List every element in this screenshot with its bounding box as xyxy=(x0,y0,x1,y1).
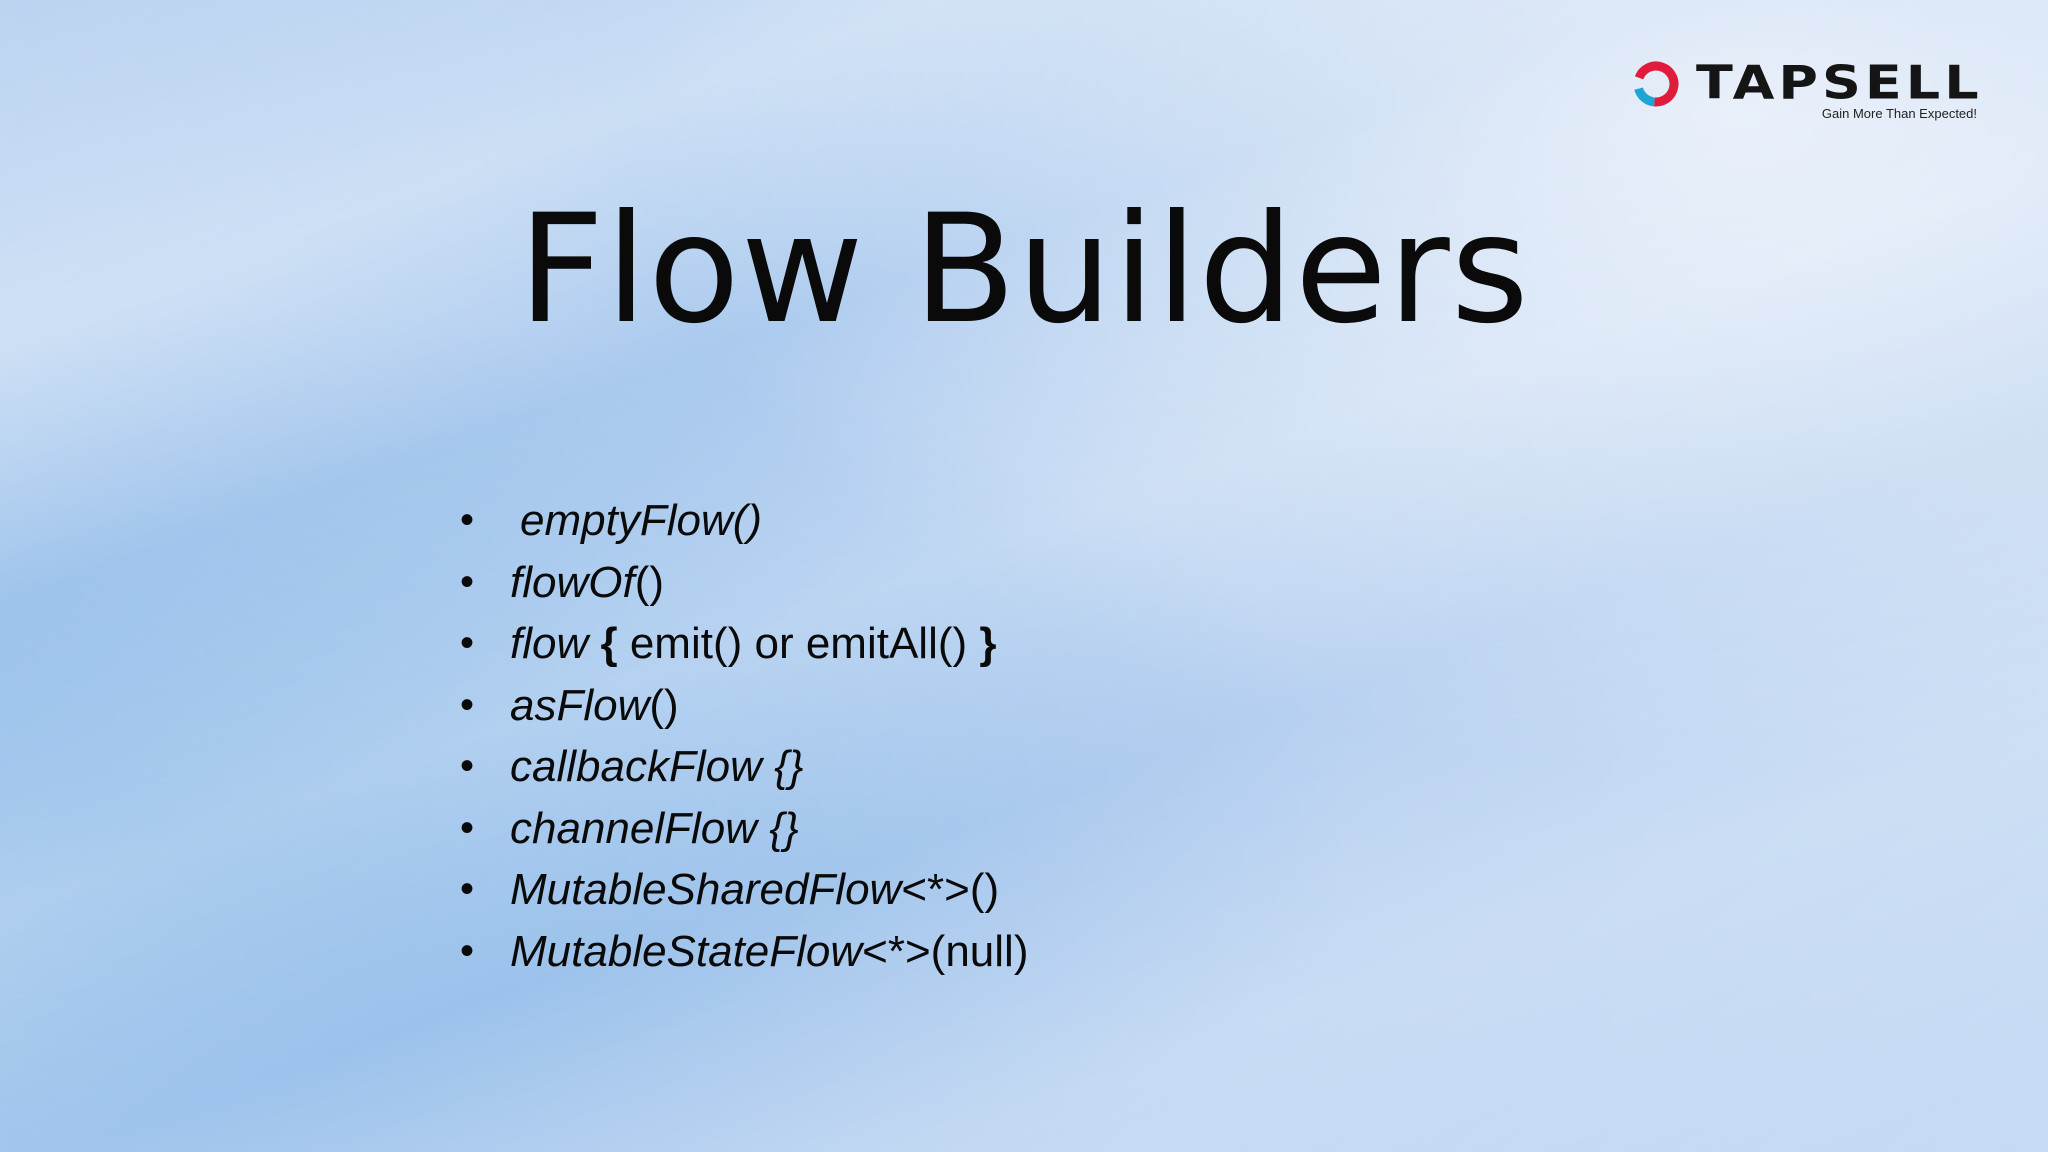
item-text: channelFlow {} xyxy=(510,803,799,853)
list-item: • channelFlow {} xyxy=(460,798,1028,860)
bullet-icon: • xyxy=(460,805,475,850)
list-item: • asFlow() xyxy=(460,675,1028,737)
item-text: asFlow xyxy=(510,680,650,730)
item-text: emptyFlow() xyxy=(520,496,763,545)
logo-tagline: Gain More Than Expected! xyxy=(1821,106,1977,121)
list-item: • callbackFlow {} xyxy=(460,736,1028,798)
bullet-icon: • xyxy=(460,498,475,542)
item-text: callbackFlow {} xyxy=(510,742,804,791)
logo-wordmark: TAPSELL xyxy=(1696,56,1983,110)
list-item: • flowOf() xyxy=(460,552,1028,614)
item-text: MutableSharedFlow xyxy=(510,865,902,914)
bullet-icon: • xyxy=(460,928,475,973)
item-text: } xyxy=(979,619,997,668)
bullet-icon: • xyxy=(460,682,475,727)
list-item: • emptyFlow() xyxy=(460,490,1028,552)
bullet-icon: • xyxy=(460,559,475,604)
ring-logo-icon xyxy=(1633,61,1679,107)
item-text: <*>(null) xyxy=(862,926,1029,976)
item-text: MutableStateFlow xyxy=(510,926,863,976)
bullet-icon: • xyxy=(460,744,475,788)
bullet-icon: • xyxy=(460,621,475,665)
bullet-list: •emptyFlow() •flowOf() •flow { emit() or… xyxy=(460,490,1028,982)
bullet-icon: • xyxy=(460,867,475,911)
tapsell-logo: TAPSELL Gain More Than Expected! xyxy=(1632,56,1979,126)
item-text: () xyxy=(634,557,665,607)
list-item: • flow { emit() or emitAll() } xyxy=(460,613,1028,675)
list-item: • MutableStateFlow<*>(null) xyxy=(460,921,1028,983)
item-text: emit() or emitAll() xyxy=(617,619,980,668)
list-item: • MutableSharedFlow<*>() xyxy=(460,859,1028,921)
slide-title: Flow Builders xyxy=(518,183,1530,357)
item-text: <*>() xyxy=(901,865,1000,914)
item-text: () xyxy=(649,680,679,730)
item-text: flowOf xyxy=(510,557,635,607)
item-text: { xyxy=(588,619,618,668)
item-text: flow xyxy=(510,619,589,668)
